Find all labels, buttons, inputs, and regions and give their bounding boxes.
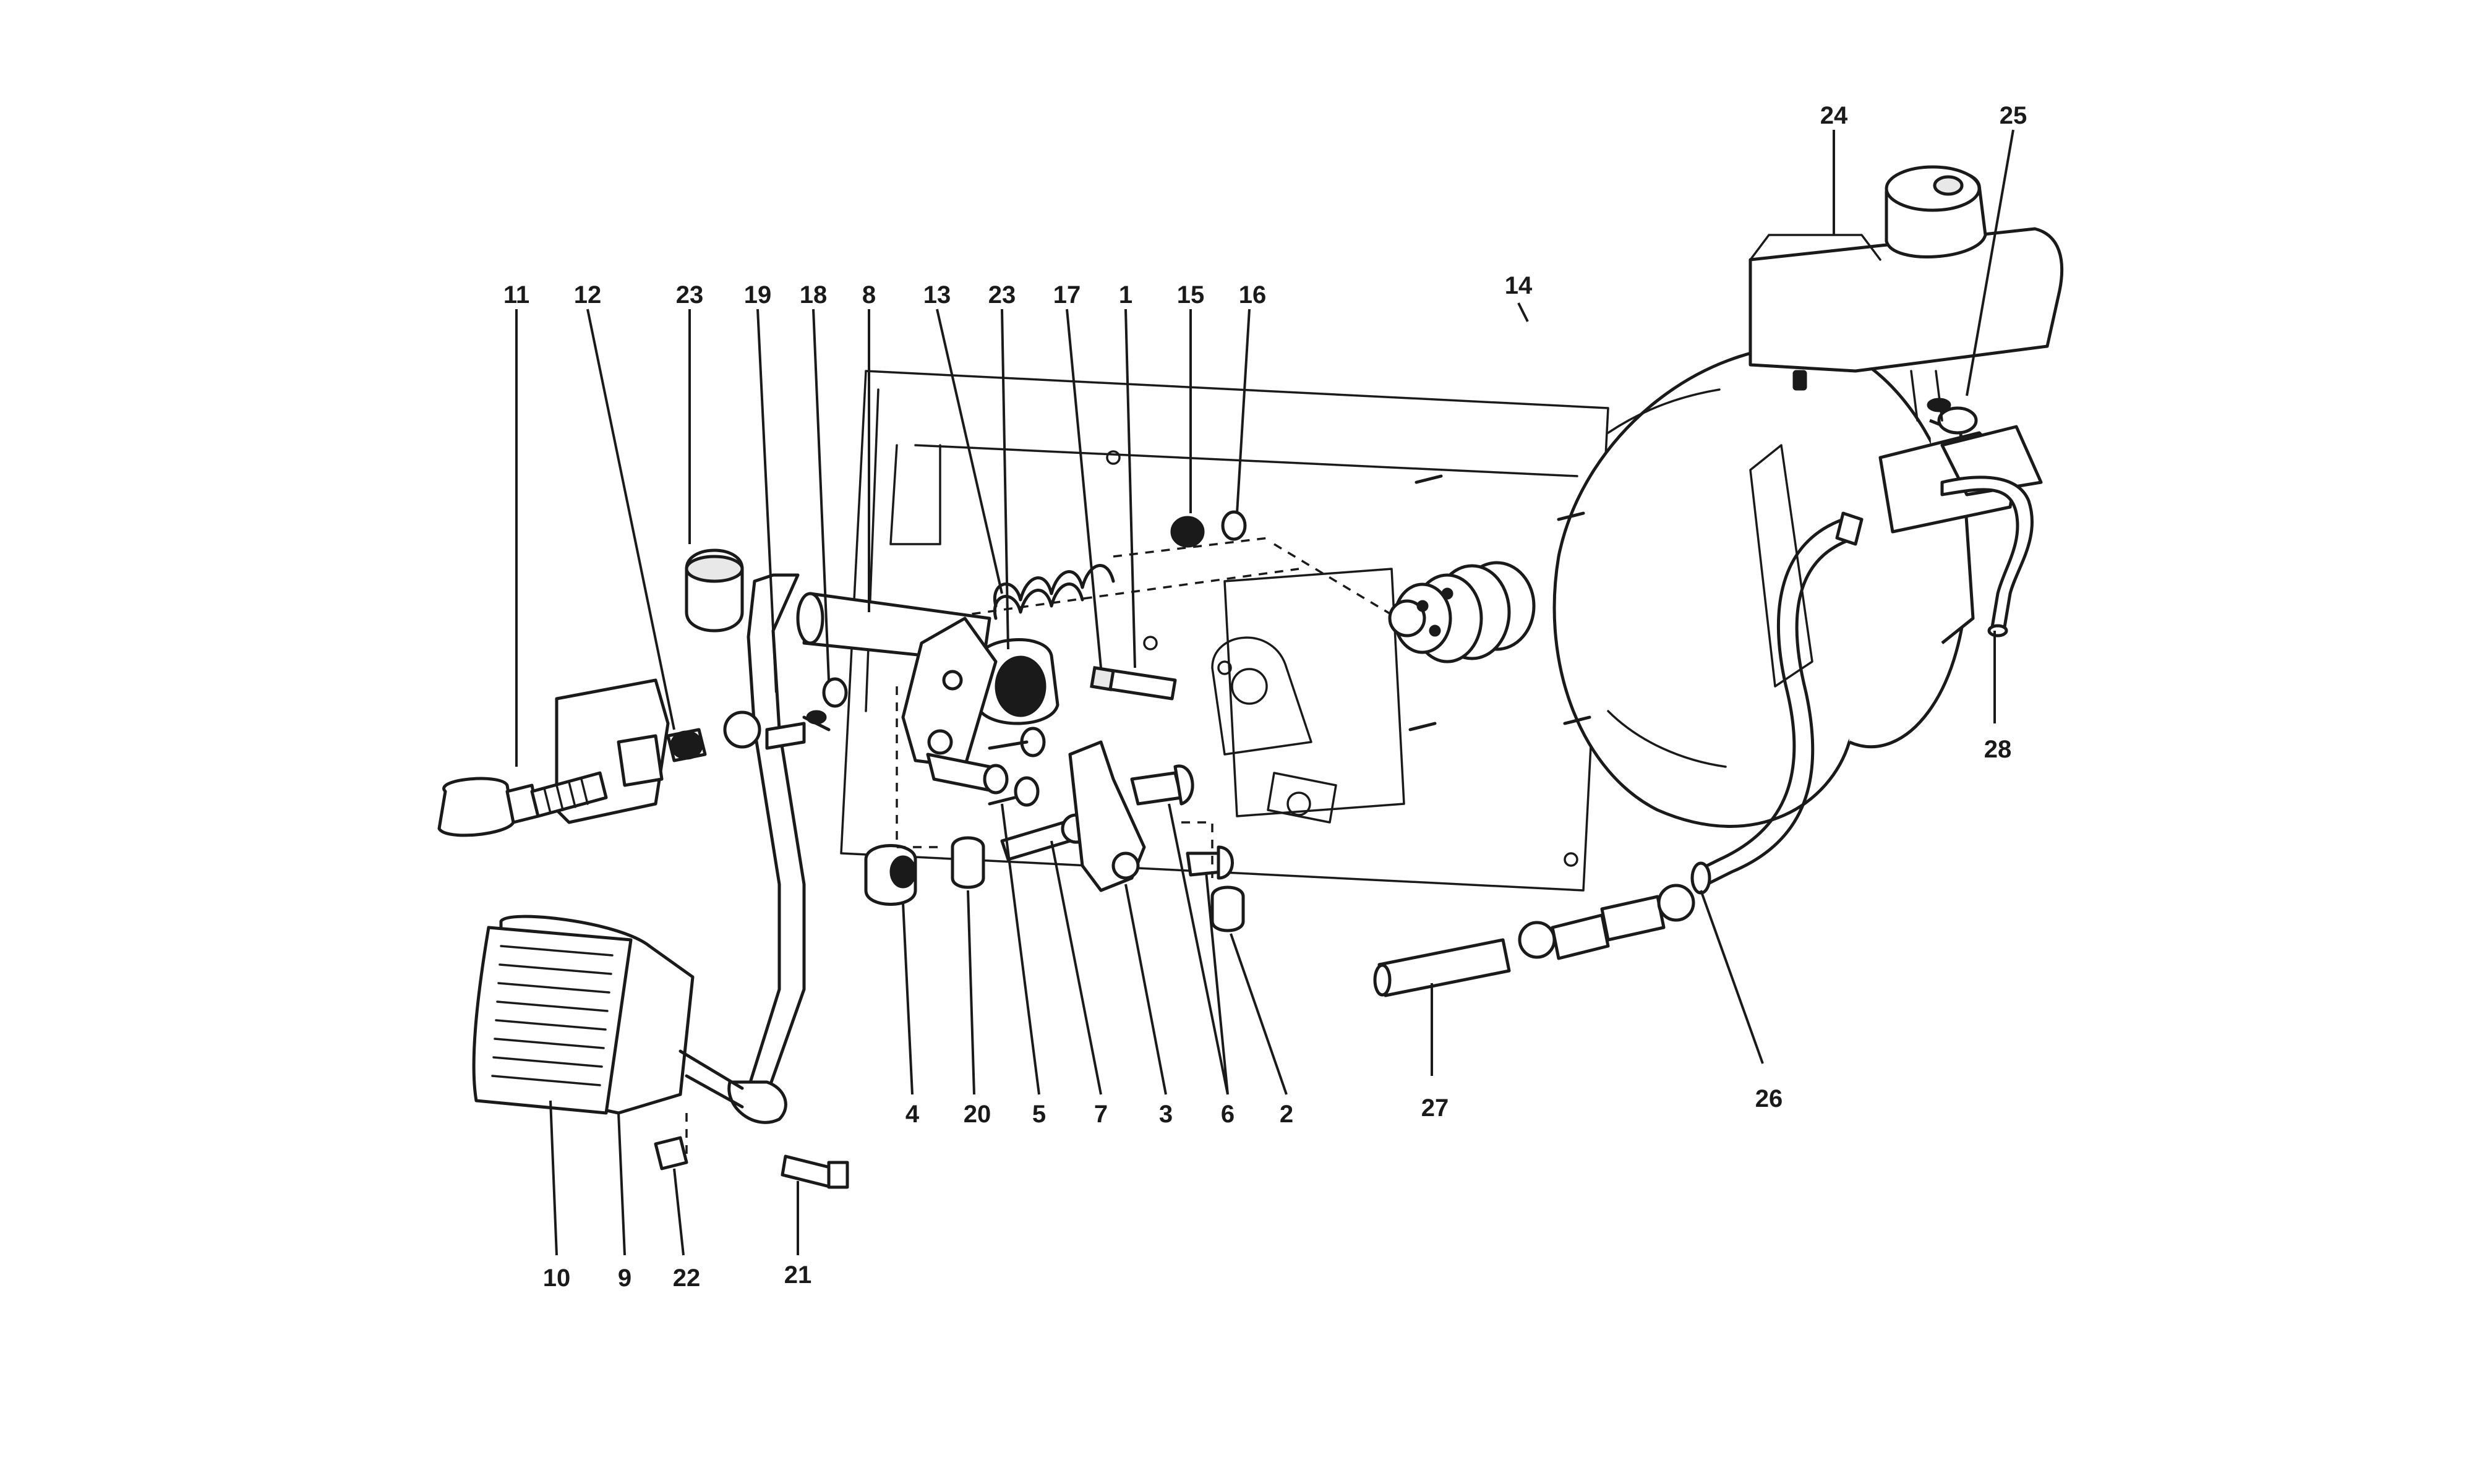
label-7: 7	[1094, 1101, 1108, 1128]
label-23-left: 23	[676, 281, 704, 309]
label-22: 22	[673, 1264, 701, 1292]
label-26: 26	[1755, 1085, 1783, 1112]
label-18: 18	[800, 281, 828, 309]
pedal-arm-drawing	[472, 573, 831, 1124]
spring-13-drawing	[993, 564, 1115, 620]
label-3: 3	[1159, 1101, 1173, 1128]
label-16: 16	[1239, 281, 1267, 309]
label-28: 28	[1984, 736, 2012, 763]
label-17: 17	[1053, 281, 1081, 309]
stop-light-switch-drawing	[437, 678, 707, 837]
label-14: 14	[1505, 272, 1533, 299]
mounting-bracket-drawing	[840, 370, 1609, 892]
label-27: 27	[1421, 1094, 1449, 1122]
label-4: 4	[905, 1101, 920, 1128]
label-12: 12	[574, 281, 602, 309]
label-9: 9	[618, 1264, 631, 1292]
label-15: 15	[1177, 281, 1205, 309]
label-19: 19	[744, 281, 772, 309]
label-13: 13	[923, 281, 951, 309]
vacuum-hose-28-drawing	[1940, 475, 2034, 638]
pedal-shaft-drawing	[685, 548, 1177, 769]
hose-27-drawing	[1373, 884, 1695, 997]
pedal-pad-ribs	[491, 945, 614, 1086]
label-25: 25	[2000, 102, 2027, 129]
label-11: 11	[503, 281, 529, 309]
label-8: 8	[862, 281, 876, 309]
label-23-right: 23	[988, 281, 1016, 309]
label-5: 5	[1032, 1101, 1046, 1128]
small-parts-drawing	[654, 510, 1247, 1189]
label-21: 21	[784, 1261, 812, 1289]
leader-lines	[515, 129, 2014, 1256]
label-10: 10	[543, 1264, 571, 1292]
brake-servo-drawing	[1388, 343, 1975, 828]
vacuum-pipe-26-drawing	[1690, 511, 1864, 895]
label-24: 24	[1820, 102, 1848, 129]
label-6: 6	[1221, 1101, 1235, 1128]
master-cylinder-drawing	[1748, 165, 2064, 534]
part-labels: 11 12 23 19 18 8 13 23 17 1 15 16 14 24 …	[503, 102, 2027, 1292]
label-20: 20	[964, 1101, 991, 1128]
label-2: 2	[1280, 1101, 1293, 1128]
label-1: 1	[1119, 281, 1132, 309]
